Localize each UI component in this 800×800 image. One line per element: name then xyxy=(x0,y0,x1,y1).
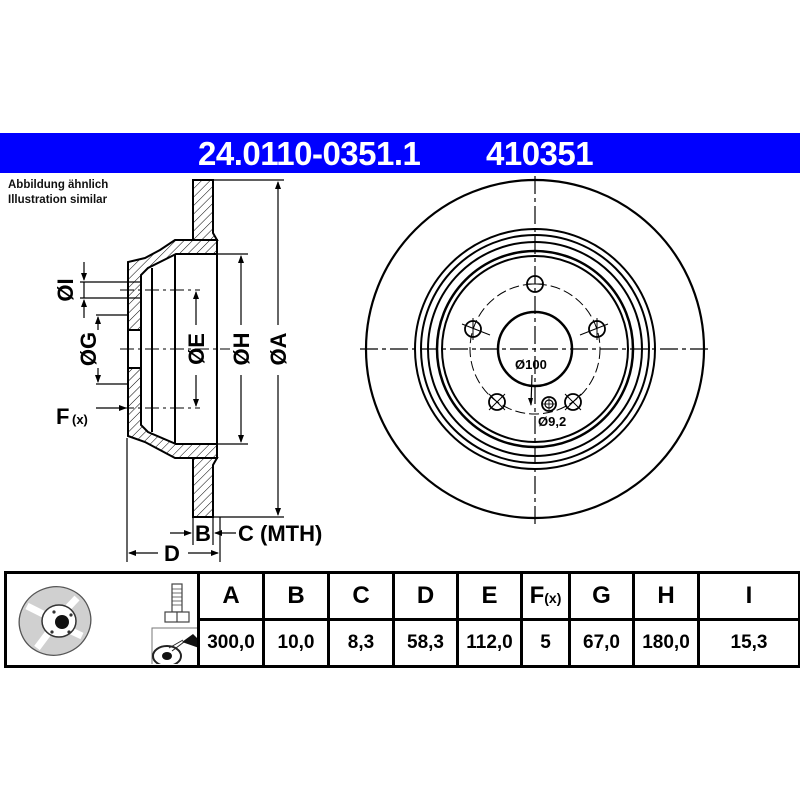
label-C: C (MTH) xyxy=(238,521,322,546)
label-F-sub: (x) xyxy=(72,412,88,427)
value-C: 8,3 xyxy=(327,618,395,668)
thread-spray-icon xyxy=(151,627,197,664)
cross-section-view xyxy=(120,179,230,518)
bolt-circle-label: Ø100 xyxy=(515,357,547,372)
illustration-note: Abbildung ähnlich Illustration similar xyxy=(8,178,108,208)
brake-disc-icon xyxy=(18,585,92,656)
label-dia-G: ØG xyxy=(76,332,101,366)
label-dia-E: ØE xyxy=(184,333,209,365)
col-header-F-letter: F xyxy=(529,582,545,609)
col-header-H: H xyxy=(632,571,700,621)
front-view xyxy=(360,176,712,525)
bolt-holes xyxy=(461,275,609,411)
product-icons xyxy=(18,582,197,664)
value-G: 67,0 xyxy=(568,618,635,668)
label-D: D xyxy=(164,541,180,566)
dimension-lines xyxy=(80,179,284,562)
label-F: F xyxy=(56,404,69,429)
col-header-D: D xyxy=(392,571,459,621)
col-header-B: B xyxy=(262,571,330,621)
technical-drawing: ØI ØG ØE ØH ØA F (x) B C (MTH) D xyxy=(53,176,712,566)
value-I: 15,3 xyxy=(697,618,800,668)
title-band: 24.0110-0351.1 410351 xyxy=(0,133,800,173)
col-header-E: E xyxy=(456,571,523,621)
col-header-G: G xyxy=(568,571,635,621)
note-de: Abbildung ähnlich xyxy=(8,179,109,191)
icon-cell xyxy=(4,571,200,668)
note-en: Illustration similar xyxy=(8,194,108,206)
label-dia-I: ØI xyxy=(53,278,78,301)
value-H: 180,0 xyxy=(632,618,700,668)
article-number: 410351 xyxy=(486,135,594,172)
value-F: 5 xyxy=(520,618,571,668)
col-header-A: A xyxy=(197,571,265,621)
col-header-F-sub: (x) xyxy=(544,590,562,606)
value-B: 10,0 xyxy=(262,618,330,668)
col-header-F: F(x) xyxy=(520,571,571,621)
part-number: 24.0110-0351.1 xyxy=(198,135,421,172)
label-dia-A: ØA xyxy=(266,332,291,365)
value-A: 300,0 xyxy=(197,618,265,668)
spec-table: A B C D E F(x) G H I 300,0 10,0 8,3 58,3… xyxy=(4,571,800,668)
label-B: B xyxy=(195,521,211,546)
hole-diameter-label: Ø9,2 xyxy=(538,414,566,429)
value-D: 58,3 xyxy=(392,618,459,668)
col-header-C: C xyxy=(327,571,395,621)
dimension-labels: ØI ØG ØE ØH ØA F (x) B C (MTH) D xyxy=(53,278,322,566)
col-header-I: I xyxy=(697,571,800,621)
label-dia-H: ØH xyxy=(229,333,254,366)
bolt-icon xyxy=(164,582,190,623)
value-E: 112,0 xyxy=(456,618,523,668)
